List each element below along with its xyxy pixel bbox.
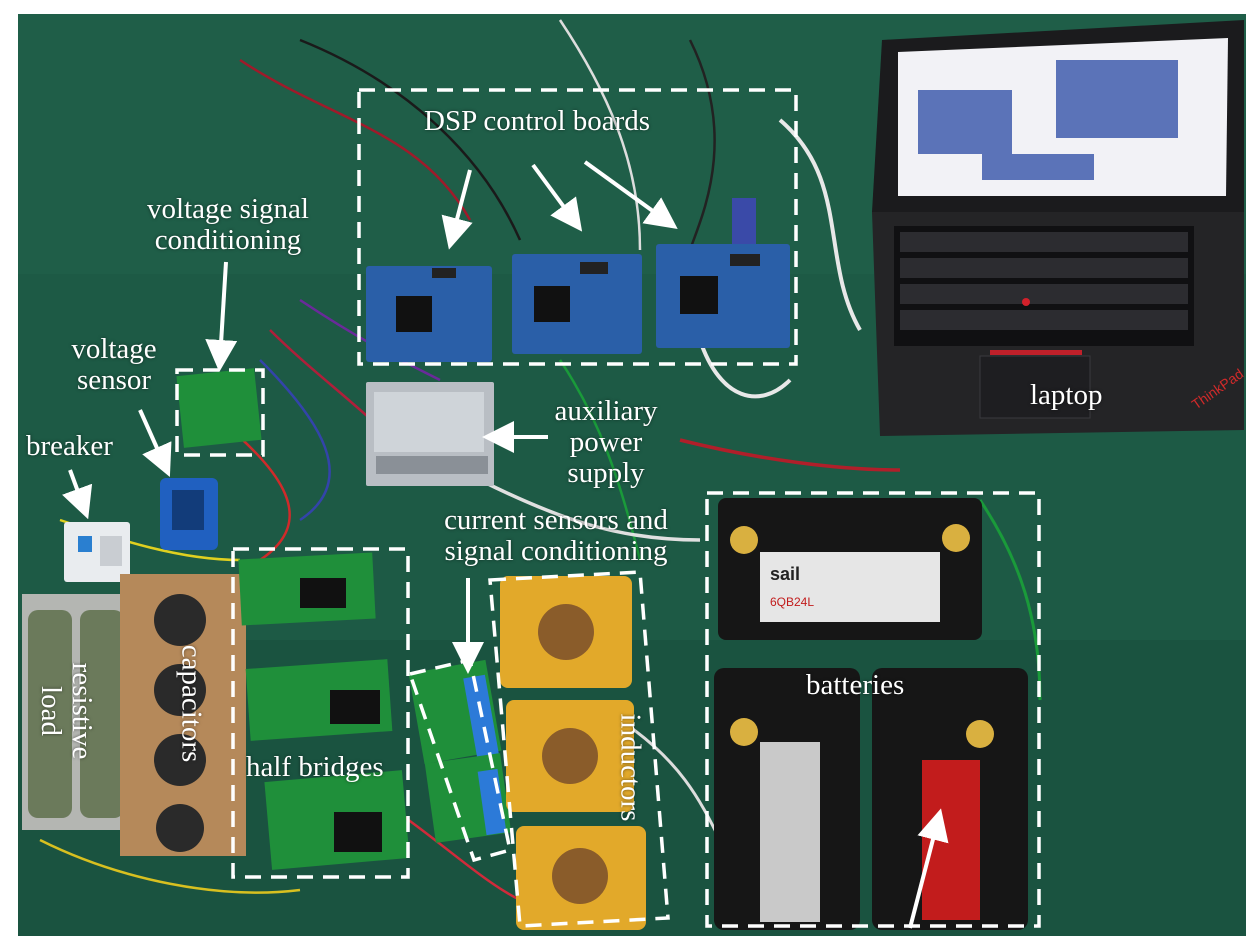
label-cs-line1: current sensors and (444, 504, 668, 536)
cables (39, 19, 1042, 902)
label-vs-line1: voltage (71, 333, 157, 365)
inductor-stack (500, 576, 646, 930)
label-dsp-control-boards: DSP control boards (424, 105, 651, 137)
battery-brand: sail (770, 564, 800, 584)
label-capacitors: capacitors (175, 644, 208, 763)
auxiliary-power-supply-device (366, 382, 494, 486)
voltage-signal-board (176, 368, 262, 448)
capacitor-bank (120, 574, 246, 856)
label-laptop: laptop (1030, 379, 1103, 411)
label-vs-line2: sensor (76, 364, 152, 396)
label-voltage-sensor: voltage sensor (52, 334, 176, 396)
label-vsc-line1: voltage signal (147, 193, 309, 225)
dsp-boards (366, 198, 790, 362)
resistive-load-device (22, 594, 134, 830)
dashed-outlines (175, 88, 1041, 928)
label-breaker: breaker (26, 430, 113, 462)
battery-model: 6QB24L (770, 595, 814, 609)
laptop: ThinkPad (872, 20, 1246, 436)
label-resistive: resistive (66, 662, 98, 760)
half-bridge-boards (238, 552, 410, 870)
label-auxiliary-power-supply: auxiliary power supply (536, 396, 676, 489)
label-aux-line3: supply (567, 457, 645, 489)
label-vsc-line2: conditioning (154, 224, 302, 256)
battery-bank: sail 6QB24L (714, 498, 1028, 930)
label-current-sensors: current sensors and signal conditioning (420, 505, 692, 567)
label-inductors: inductors (614, 713, 647, 822)
arrows (62, 160, 949, 929)
label-aux-line1: auxiliary (554, 395, 658, 427)
label-resistive-load: resistive load (35, 655, 98, 767)
label-cs-line2: signal conditioning (444, 535, 668, 567)
label-batteries: batteries (806, 669, 905, 701)
label-load: load (35, 686, 67, 736)
label-voltage-signal-conditioning: voltage signal conditioning (130, 194, 326, 256)
label-aux-line2: power (569, 426, 643, 458)
label-half-bridges: half bridges (246, 751, 384, 783)
